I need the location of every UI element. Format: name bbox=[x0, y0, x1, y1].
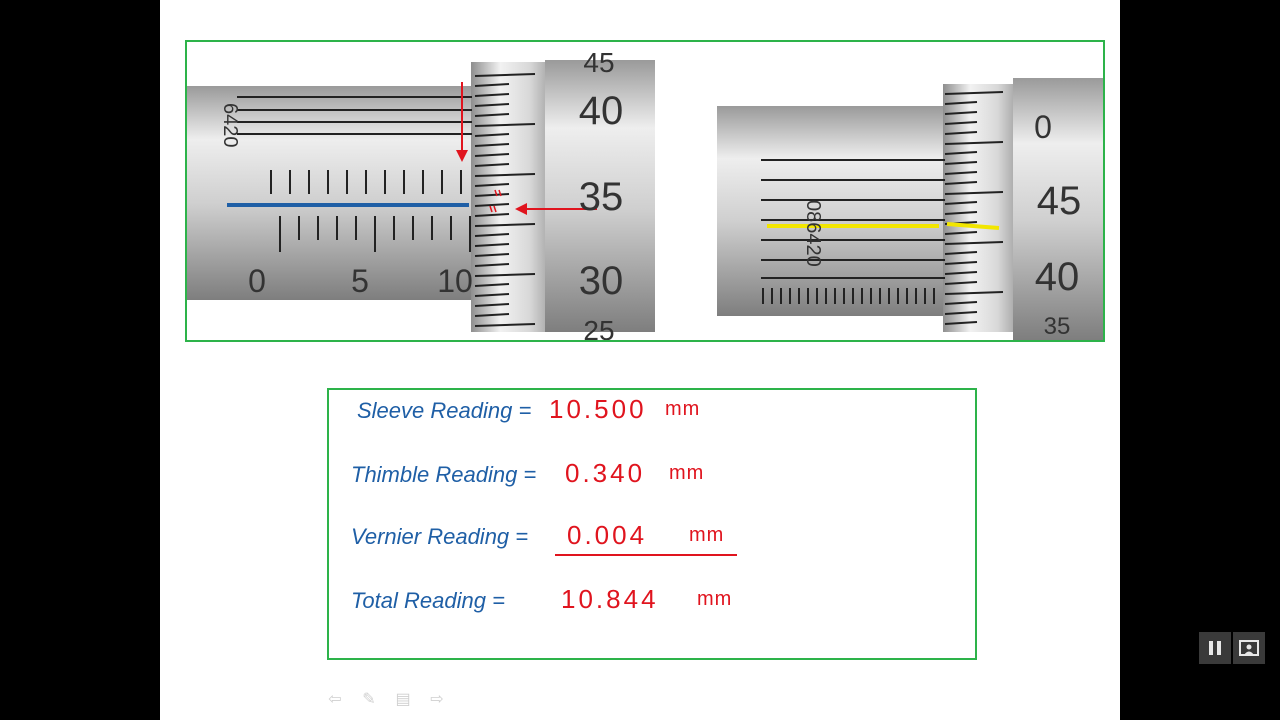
sleeve-number-0: 0 bbox=[248, 263, 266, 299]
vernier-reading-label: Vernier Reading = bbox=[351, 524, 529, 549]
micrometer-illustration: 6420 0 5 10 45 40 35 30 25 bbox=[187, 47, 1103, 340]
slide-nav-bar: ⇦ ✎ ▤ ⇨ bbox=[325, 690, 447, 712]
thimble-reading-value: 0.340 bbox=[565, 458, 646, 488]
total-reading-unit: mm bbox=[697, 588, 733, 610]
thimble-reading-unit: mm bbox=[669, 462, 705, 484]
left-micrometer: 6420 0 5 10 45 40 35 30 25 bbox=[187, 47, 655, 340]
total-reading-row: Total Reading = 10.844 mm bbox=[329, 584, 969, 624]
right-thimble-number-45: 45 bbox=[1037, 179, 1082, 223]
pause-icon bbox=[1209, 641, 1221, 655]
right-thimble-number-35: 35 bbox=[1044, 313, 1071, 340]
sleeve-reading-unit: mm bbox=[665, 398, 701, 420]
sleeve-reading-value: 10.500 bbox=[549, 394, 647, 424]
readings-box: Sleeve Reading = 10.500 mm Thimble Readi… bbox=[327, 388, 977, 660]
pause-button[interactable] bbox=[1199, 632, 1231, 664]
thimble-number-30: 30 bbox=[579, 259, 624, 303]
left-vernier-numbers: 6420 bbox=[219, 103, 241, 148]
sleeve-reading-label: Sleeve Reading = bbox=[357, 398, 532, 423]
thimble-number-45: 45 bbox=[583, 47, 614, 78]
arrow-left-icon[interactable]: ⇦ bbox=[328, 691, 342, 708]
thimble-reading-label: Thimble Reading = bbox=[351, 462, 537, 487]
presenter-view-icon bbox=[1239, 640, 1259, 656]
thimble-number-25: 25 bbox=[583, 315, 614, 340]
media-controls bbox=[1199, 632, 1265, 664]
vernier-reading-value: 0.004 bbox=[567, 520, 648, 550]
presenter-view-button[interactable] bbox=[1233, 632, 1265, 664]
sleeve-reading-row: Sleeve Reading = 10.500 mm bbox=[329, 394, 969, 434]
thimble-number-35: 35 bbox=[579, 175, 624, 219]
vernier-reading-unit: mm bbox=[689, 524, 725, 546]
sleeve-number-10: 10 bbox=[437, 263, 473, 299]
total-reading-value: 10.844 bbox=[561, 584, 659, 614]
right-vernier-numbers: 086420 bbox=[802, 200, 824, 267]
sleeve-number-5: 5 bbox=[351, 263, 369, 299]
right-micrometer: 086420 0 45 40 35 bbox=[717, 78, 1103, 340]
right-thimble-number-40: 40 bbox=[1035, 255, 1080, 299]
thimble-number-40: 40 bbox=[579, 89, 624, 133]
yellow-thimble-line bbox=[946, 222, 1000, 230]
sum-underline bbox=[555, 554, 737, 556]
thimble-reading-row: Thimble Reading = 0.340 mm bbox=[329, 458, 969, 498]
micrometer-photos: 6420 0 5 10 45 40 35 30 25 bbox=[185, 40, 1105, 342]
slide-canvas: 6420 0 5 10 45 40 35 30 25 bbox=[160, 0, 1120, 720]
right-thimble-number-0: 0 bbox=[1034, 109, 1052, 145]
menu-icon[interactable]: ▤ bbox=[395, 691, 411, 708]
total-reading-label: Total Reading = bbox=[351, 588, 505, 613]
pen-icon[interactable]: ✎ bbox=[362, 691, 376, 708]
arrow-right-icon[interactable]: ⇨ bbox=[430, 691, 444, 708]
vernier-reading-row: Vernier Reading = 0.004 mm bbox=[329, 520, 969, 560]
